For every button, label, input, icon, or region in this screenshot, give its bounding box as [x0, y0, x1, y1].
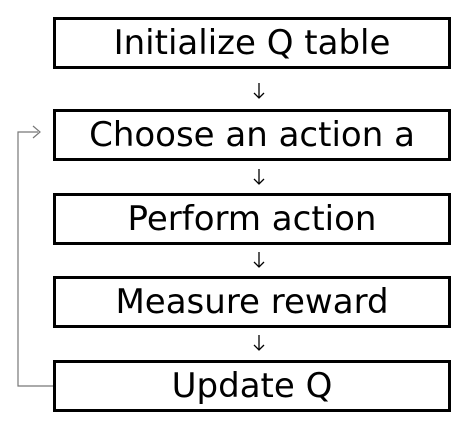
down-arrow-icon — [253, 252, 265, 268]
step-label: Measure reward — [115, 282, 389, 322]
step-label: Initialize Q table — [113, 23, 391, 63]
down-arrow-icon — [253, 335, 265, 351]
down-arrow-icon — [253, 83, 265, 99]
step-label: Perform action — [127, 199, 377, 239]
down-arrow-icon — [253, 169, 265, 185]
loop-back-arrow-icon — [17, 125, 53, 387]
step-perform-action: Perform action — [53, 193, 451, 245]
step-measure-reward: Measure reward — [53, 276, 451, 328]
step-choose-action: Choose an action a — [53, 109, 451, 161]
step-update-q: Update Q — [53, 360, 451, 412]
step-label: Update Q — [171, 366, 333, 406]
step-initialize-q-table: Initialize Q table — [53, 17, 451, 69]
step-label: Choose an action a — [89, 115, 415, 155]
